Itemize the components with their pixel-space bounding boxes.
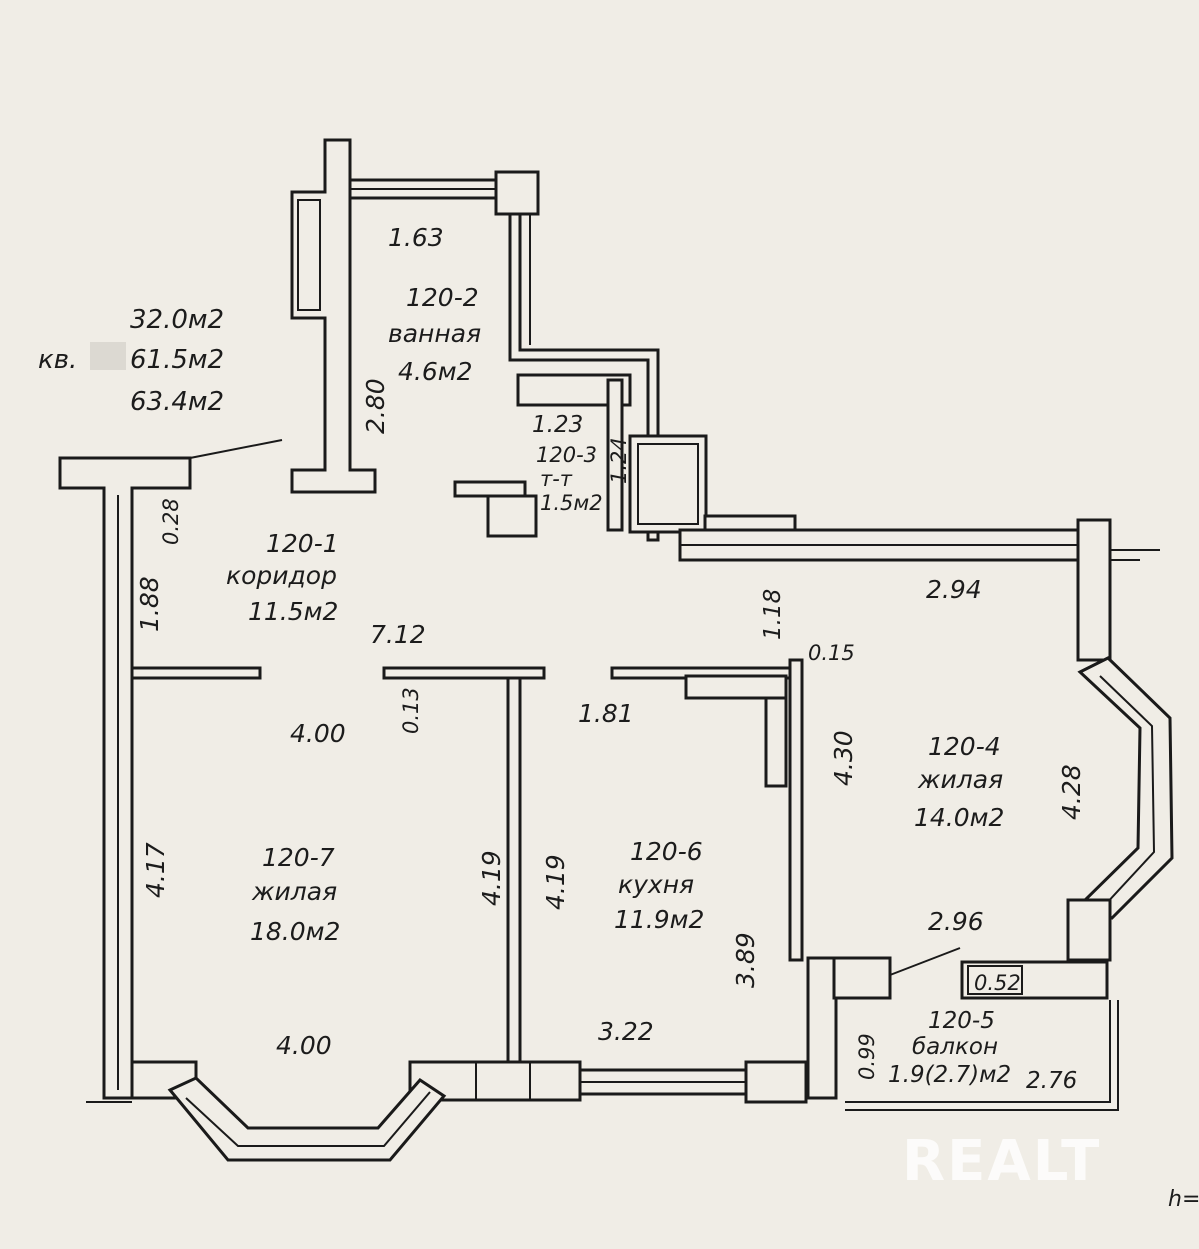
room-corridor-id: 120-1 [266,529,339,558]
dim-label: 4.17 [141,842,170,898]
room-balcony-area: 1.9(2.7)м2 [888,1062,1011,1088]
dim-label: 1.63 [388,223,444,252]
watermark-logo: REALT [902,1129,1101,1194]
dim-label: 1.81 [578,699,634,728]
dim-label: 4.00 [276,1031,332,1060]
dim-label: 4.00 [290,719,346,748]
corner-text: h= [1168,1187,1199,1212]
room-living4-name: жилая [917,765,1003,794]
room-living4-id: 120-4 [928,732,1001,761]
room-corridor-area: 11.5м2 [248,597,338,626]
room-corridor-name: коридор [226,561,337,590]
dim-label: 2.94 [926,575,982,604]
apartment-area-total: 32.0м2 [130,305,224,335]
dim-label: 7.12 [370,620,426,649]
dim-label: 0.15 [808,641,855,665]
room-living7-area: 18.0м2 [250,917,340,946]
dim-label: 0.99 [855,1033,879,1080]
walls [58,138,1174,1162]
room-wc-id: 120-3 [536,443,597,467]
room-living7-id: 120-7 [262,843,335,872]
room-balcony-name: балкон [912,1034,998,1060]
room-balcony-id: 120-5 [928,1008,995,1034]
dim-label: 2.76 [1026,1068,1077,1094]
dimension-labels: 1.63 2.80 1.23 1.24 0.28 1.88 7.12 0.13 … [135,223,1086,1094]
apartment-area-full: 63.4м2 [130,387,224,417]
redacted-number [90,342,126,370]
dim-label: 1.18 [760,589,786,640]
room-kitchen-id: 120-6 [630,837,703,866]
room-living7-name: жилая [251,877,337,906]
dim-label: 4.19 [541,854,570,910]
dim-label: 4.19 [477,850,506,906]
room-bath-name: ванная [388,319,481,348]
room-wc-area: 1.5м2 [540,491,603,515]
room-wc-name: т-т [540,467,573,491]
dim-label: 0.13 [399,687,423,734]
dim-label: 4.30 [829,730,858,786]
dim-label: 3.22 [598,1017,654,1046]
apartment-info: 32.0м2 кв. 61.5м2 63.4м2 [38,305,224,417]
room-bath-id: 120-2 [406,283,479,312]
room-living4-area: 14.0м2 [914,803,1004,832]
dim-label: 3.89 [731,932,760,988]
dim-label: 1.23 [532,412,583,438]
dim-label: 0.28 [159,498,183,545]
dim-label: 2.80 [361,378,390,434]
dim-label: 1.88 [135,576,164,632]
room-bath-area: 4.6м2 [398,357,473,386]
room-labels: 120-2 ванная 4.6м2 120-3 т-т 1.5м2 120-1… [226,283,1011,1088]
dim-label: 4.28 [1057,764,1086,820]
room-kitchen-area: 11.9м2 [614,905,704,934]
dim-label: 0.52 [974,971,1021,995]
apartment-prefix: кв. [38,345,77,375]
apartment-area-living: 61.5м2 [130,345,224,375]
dim-label: 1.24 [607,437,631,484]
dim-label: 2.96 [928,907,984,936]
room-kitchen-name: кухня [618,870,694,899]
